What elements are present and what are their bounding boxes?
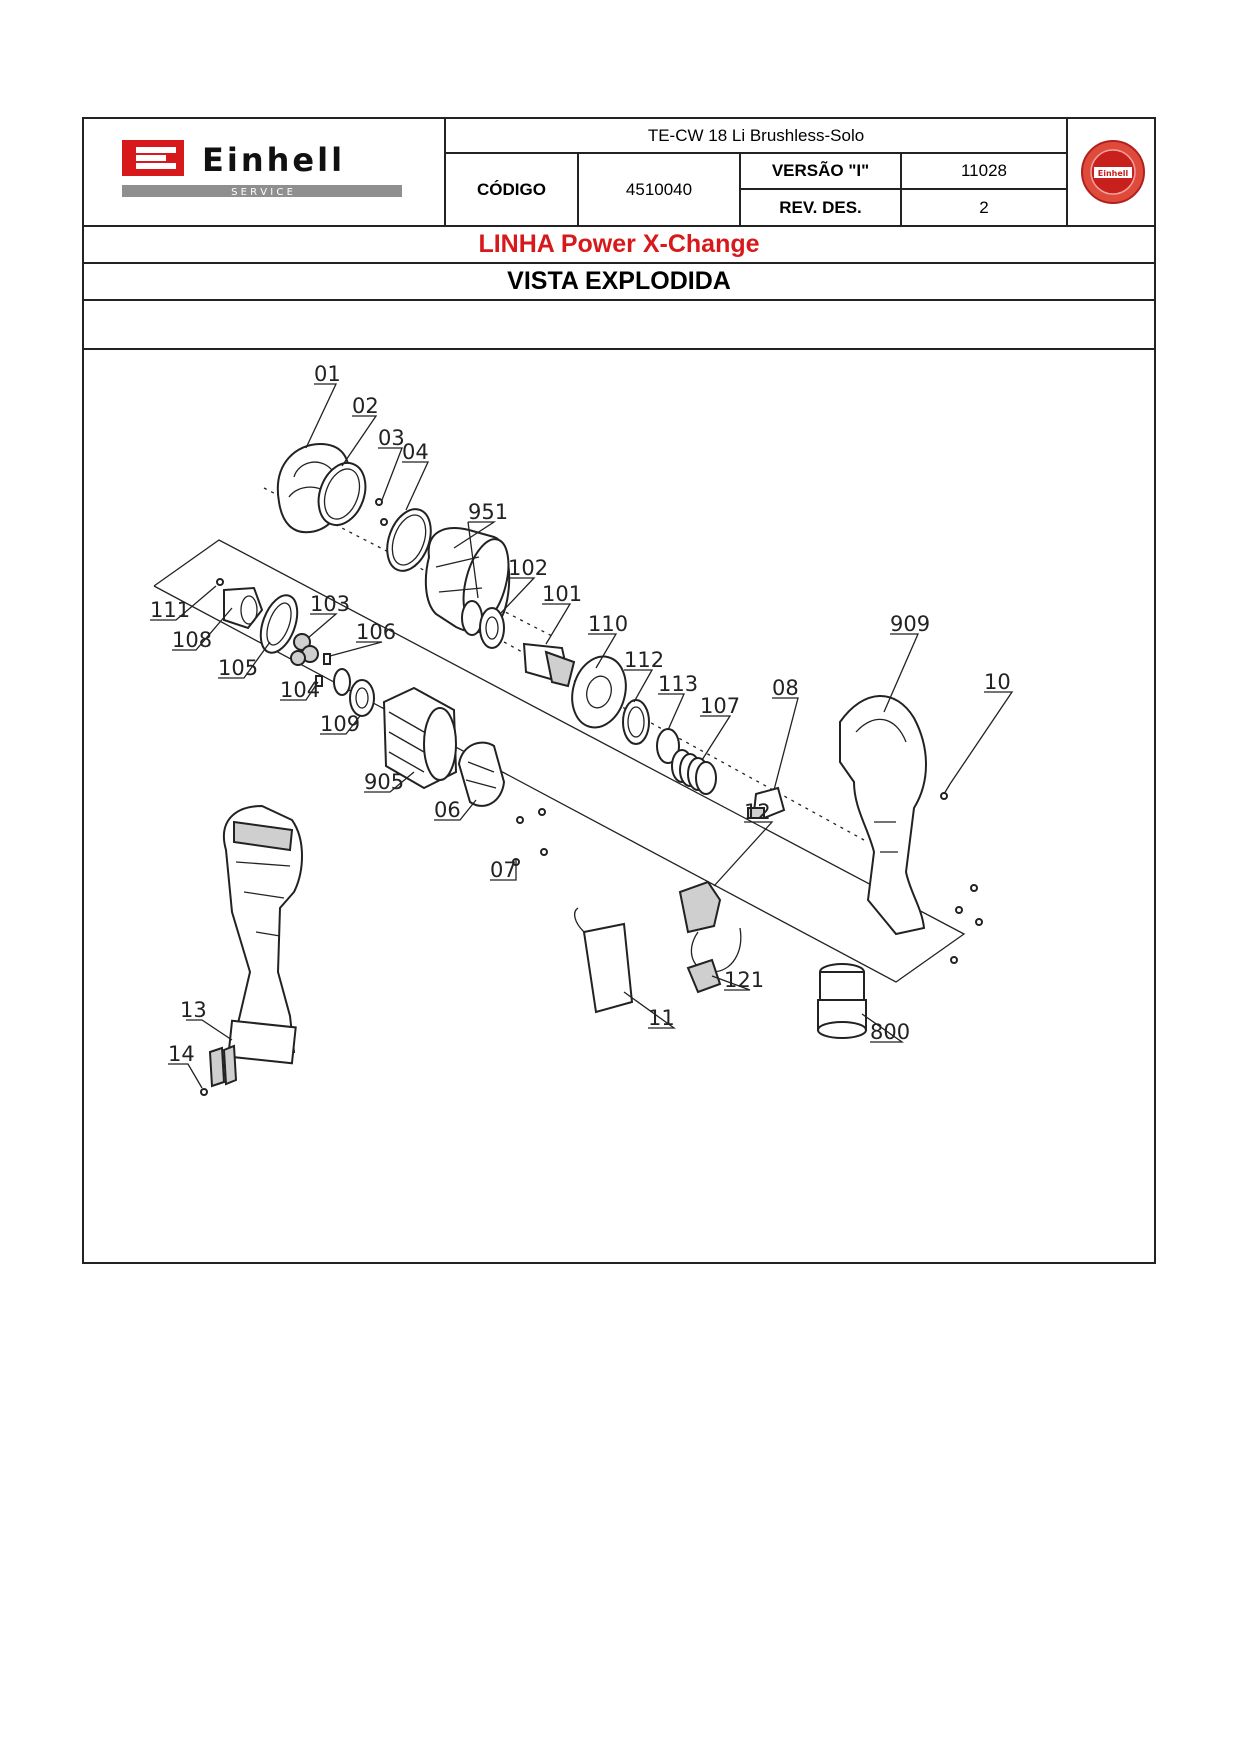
einhell-logo: Einhell S E R V I C E <box>122 140 402 200</box>
rev-label: REV. DES. <box>779 198 862 217</box>
label-10: 10 <box>984 670 1011 694</box>
part-905 <box>382 686 458 790</box>
part-12 <box>678 880 742 973</box>
part-102 <box>461 600 483 636</box>
divider <box>577 152 579 226</box>
label-01: 01 <box>314 362 341 386</box>
label-06: 06 <box>434 798 461 822</box>
label-104: 104 <box>280 678 320 702</box>
part-11 <box>573 907 634 1014</box>
part-104 <box>315 675 323 687</box>
code-value: 4510040 <box>625 180 693 199</box>
label-800: 800 <box>870 1020 910 1044</box>
part-110 <box>571 655 627 729</box>
code-label: CÓDIGO <box>477 180 546 199</box>
part-109-a <box>333 668 351 696</box>
part-109 <box>349 679 375 717</box>
label-110: 110 <box>588 612 628 636</box>
divider <box>82 262 1156 264</box>
divider <box>82 348 1156 350</box>
divider <box>82 299 1156 301</box>
exploded-view-diagram: 01 02 03 04 951 102 101 110 112 113 107 … <box>84 352 1154 1262</box>
label-02: 02 <box>352 394 379 418</box>
label-07: 07 <box>490 858 517 882</box>
leader-lines <box>150 383 1014 1089</box>
part-14 <box>200 1044 238 1096</box>
part-101 <box>522 642 576 688</box>
assembly-frame <box>153 539 966 983</box>
part-10 <box>940 783 983 964</box>
label-102: 102 <box>508 556 548 580</box>
label-113: 113 <box>658 672 698 696</box>
label-14: 14 <box>168 1042 195 1066</box>
part-103 <box>290 633 319 666</box>
label-108: 108 <box>172 628 212 652</box>
label-03: 03 <box>378 426 405 450</box>
document-frame <box>82 117 1156 1264</box>
part-800 <box>817 963 867 1039</box>
part-111 <box>216 578 224 586</box>
version-value: 11028 <box>960 161 1007 180</box>
label-107: 107 <box>700 694 740 718</box>
part-07 <box>516 816 524 824</box>
part-121 <box>686 958 722 994</box>
label-04: 04 <box>402 440 429 464</box>
label-13: 13 <box>180 998 207 1022</box>
label-121: 121 <box>724 968 764 992</box>
divider <box>444 117 446 226</box>
part-108 <box>223 586 264 630</box>
part-06 <box>457 741 506 807</box>
part-909 <box>839 695 927 936</box>
brand-subtext: S E R V I C E <box>231 187 293 198</box>
divider <box>444 152 1066 154</box>
version-label: VERSÃO "I" <box>771 161 870 180</box>
model-name: TE-CW 18 Li Brushless-Solo <box>647 125 865 145</box>
divider <box>82 225 1156 227</box>
part-112 <box>622 699 650 745</box>
part-04 <box>386 508 432 572</box>
line-title: LINHA Power X-Change <box>478 230 760 258</box>
label-909: 909 <box>890 612 930 636</box>
label-101: 101 <box>542 582 582 606</box>
label-112: 112 <box>624 648 664 672</box>
part-107 <box>671 749 717 795</box>
part-13 <box>223 804 303 1065</box>
label-109: 109 <box>320 712 360 736</box>
seal-text: Einhell <box>1098 169 1129 178</box>
rev-value: 2 <box>979 198 989 217</box>
part-labels: 01 02 03 04 951 102 101 110 112 113 107 … <box>150 362 1011 1066</box>
part-106 <box>323 653 331 665</box>
part-08 <box>747 786 786 820</box>
label-12: 12 <box>744 800 771 824</box>
divider <box>1066 117 1068 226</box>
view-title: VISTA EXPLODIDA <box>507 266 731 295</box>
part-03 <box>375 498 383 506</box>
authorized-service-seal: Einhell <box>1080 135 1146 209</box>
label-905: 905 <box>364 770 404 794</box>
label-11: 11 <box>648 1006 675 1030</box>
label-105: 105 <box>218 656 258 680</box>
label-111: 111 <box>150 598 190 622</box>
part-02 <box>317 462 367 526</box>
label-106: 106 <box>356 620 396 644</box>
divider <box>739 188 1066 190</box>
part-105 <box>259 594 299 654</box>
brand-text: Einhell <box>202 141 345 179</box>
label-951: 951 <box>468 500 508 524</box>
label-103: 103 <box>310 592 350 616</box>
label-08: 08 <box>772 676 799 700</box>
